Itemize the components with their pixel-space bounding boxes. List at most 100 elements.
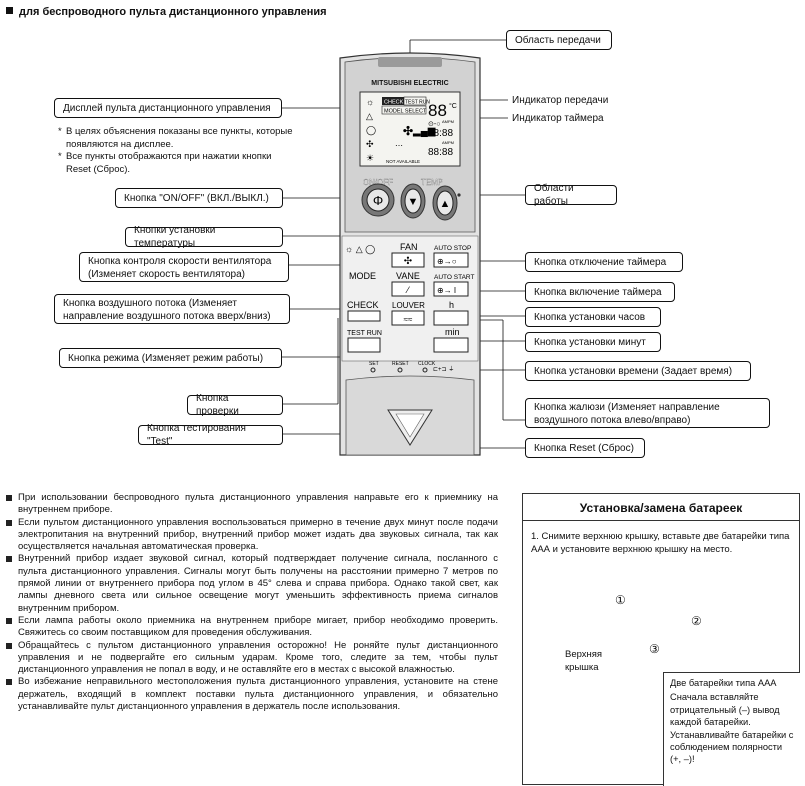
h-label: h [449,300,454,310]
lcd-display [359,91,461,167]
vane-icon: ⋯ [395,141,403,150]
brand-logo: MITSUBISHI ELECTRIC [371,80,448,87]
list-item: Внутренний прибор издает звуковой сигнал… [6,553,498,614]
check-button[interactable] [347,310,381,322]
label-timer-indicator: Индикатор таймера [512,112,604,125]
on-off-button[interactable]: Φ [361,183,395,217]
display-note-1: *В целях объяснения показаны все пункты,… [58,126,293,150]
callout-text: Кнопка установки минут [534,336,646,348]
callout-text: Кнопка тестирования "Test" [147,423,246,447]
lcd-timer-off: 88:88 [428,128,453,139]
battery-note-text: Сначала вставляйте отрицательный (–) выв… [670,692,794,765]
set-button[interactable] [370,367,376,373]
timer-icon: ⊙-○ [428,121,440,128]
callout-minutes: Кнопка установки минут [525,332,661,352]
power-icon: Φ [373,193,383,208]
callout-text: направление воздушного потока вверх/вниз… [63,311,271,322]
battery-step: 1. Снимите верхнюю крышку, вставьте две … [531,531,790,555]
callout-text: Кнопка контроля скорости вентилятора [88,256,272,267]
test-run-button[interactable] [347,337,381,353]
min-label: min [445,327,460,337]
callout-on-off-button: Кнопка "ON/OFF" (ВКЛ./ВЫКЛ.) [115,188,283,208]
list-item: Если пультом дистанционного управления в… [6,517,498,554]
set-label: SET [369,361,379,367]
lcd-timer-on: 88:88 [428,147,453,158]
list-item: Во избежание неправильного местоположени… [6,676,498,713]
callout-text: Кнопка установки времени (Задает время) [534,365,733,377]
callout-text: Кнопка включение таймера [534,286,662,298]
list-item: При использовании беспроводного пульта д… [6,492,498,517]
callout-text: Кнопка режима (Изменяет режим работы) [68,352,264,364]
lcd-deg-c: °C [449,102,457,110]
temp-up-button[interactable]: ▲ [432,185,458,221]
fan-button[interactable] [391,252,425,268]
temp-up-icon: ▲ [440,198,451,210]
callout-timer-on: Кнопка включение таймера [525,282,675,302]
temp-down-button[interactable]: ▼ [400,183,426,219]
callout-text: Кнопка воздушного потока (Изменяет [63,298,237,309]
callout-text: Область передачи [515,34,601,46]
callout-clock-button: Кнопка установки времени (Задает время) [525,361,751,381]
callout-transmit-area: Область передачи [506,30,612,50]
vane-button[interactable] [391,281,425,297]
operation-lamp [457,193,461,197]
callout-text: Кнопка жалюзи (Изменяет направление [534,402,720,413]
hours-button[interactable] [433,310,469,326]
test-run-label: TEST RUN [347,330,382,337]
minutes-button[interactable] [433,337,469,353]
lcd-test-run-text: TEST RUN [405,100,430,106]
temp-label: TEMP [421,178,443,187]
on-off-label: ON/OFF [363,178,393,187]
bullet-square [6,7,13,14]
auto-stop-label: AUTO STOP [434,245,471,252]
lcd-ampm-1: AMPM [442,119,454,124]
callout-reset-button: Кнопка Reset (Сброс) [525,438,645,458]
label-transmit-indicator: Индикатор передачи [512,94,608,107]
reset-button[interactable] [397,367,403,373]
clock-button[interactable] [422,367,428,373]
vane-icon: ⁄ [405,285,410,295]
callout-text: Индикатор передачи [512,95,609,106]
test-run-indicator [403,96,427,106]
auto-start-icon: ⊕→ I [437,286,456,295]
callout-text: Кнопка установки часов [534,311,646,323]
callout-text: Кнопка "ON/OFF" (ВКЛ./ВЫКЛ.) [124,192,269,204]
check-indicator [382,97,404,105]
divider [523,520,799,521]
callout-test-button: Кнопка тестирования "Test" [138,423,283,447]
callout-fan-button: Кнопка контроля скорости вентилятора (Изм… [79,252,289,282]
callout-text: (Изменяет скорость вентилятора) [88,269,245,280]
page-title: для беспроводного пульта дистанционного … [6,6,327,18]
remote-diagram: MITSUBISHI ELECTRIC ☼ △ ◯ ✣ ☀ CHECK TEST… [281,39,525,456]
callout-text: воздушного потока влево/вправо) [534,415,691,426]
upper-lid-text: крышка [565,662,599,673]
note-text: Все пункты отображаются при нажатии кноп… [66,151,272,175]
temp-down-icon: ▼ [408,196,419,208]
battery-note-title: Две батарейки типа ААА [670,678,777,688]
fan-label: FAN [400,242,418,252]
callout-text: Кнопка Reset (Сброс) [534,442,634,454]
check-label: CHECK [347,300,379,310]
lcd-check-text: CHECK [384,100,404,106]
list-item: Обращайтесь с пультом дистанционного упр… [6,640,498,677]
battery-symbol-icon: ⊏+⊐ ⏚ [433,366,454,373]
mode-icons: ☼ △ ◯ [345,244,375,255]
louver-button[interactable] [391,310,425,326]
callout-timer-off: Кнопка отключение таймера [525,252,683,272]
callout-display: Дисплей пульта дистанционного управления [54,98,282,118]
page-title-text: для беспроводного пульта дистанционного … [19,6,327,18]
callout-text: Кнопка отключение таймера [534,256,667,268]
callout-text: Индикатор таймера [512,113,604,124]
clock-label: CLOCK [418,361,436,367]
auto-start-button[interactable] [433,281,469,297]
mode-dry-icon: △ [366,111,373,121]
mode-heat-icon: ☀ [366,153,374,163]
mode-auto-icon: ☼ [366,97,374,107]
lcd-not-available: NOT AVAILABLE [386,159,420,164]
fan-speed-icon: ✣ [403,124,413,138]
step-2-icon: ② [691,614,702,628]
lcd-model-select-text: MODEL SELECT [384,109,427,115]
louver-label: LOUVER [392,301,425,310]
auto-stop-button[interactable] [433,252,469,268]
